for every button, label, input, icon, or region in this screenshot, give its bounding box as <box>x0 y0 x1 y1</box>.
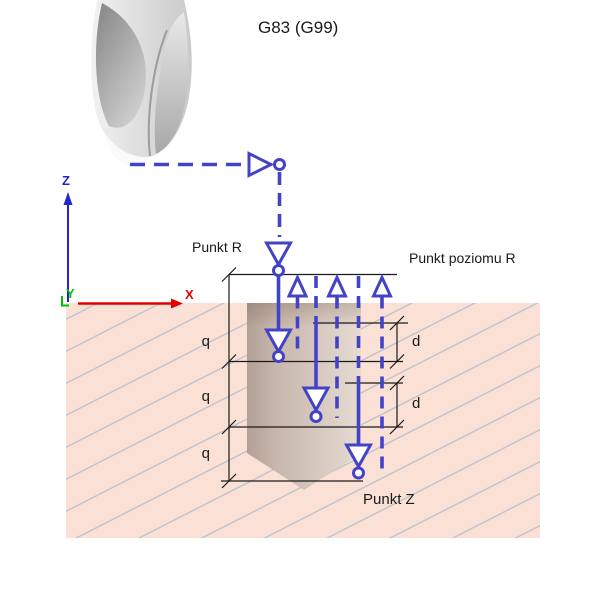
peck-depth-label-3: q <box>201 445 210 462</box>
start-position-dot <box>273 158 286 171</box>
point-r-dot <box>272 264 285 277</box>
dimension-lines <box>221 267 408 489</box>
z-axis-label: Z <box>62 173 70 188</box>
peck-1-dot <box>272 350 285 363</box>
peck-depth-label-1: q <box>201 333 210 350</box>
dimension-ticks <box>221 267 405 489</box>
cycle-title: G83 (G99) <box>258 18 339 37</box>
x-axis-arrow-icon <box>171 298 183 309</box>
z-axis-arrow-icon <box>63 192 73 205</box>
feed-down-arrow-2-icon <box>301 386 331 414</box>
point-r-arrow-icon <box>263 241 294 268</box>
toolpath <box>130 151 393 480</box>
coordinate-axes <box>61 192 183 309</box>
retract-up-arrow-2-icon <box>326 273 348 298</box>
feed-down-arrow-3-icon <box>343 443 374 470</box>
drilled-hole <box>247 303 361 490</box>
peck-depth-label-2: q <box>201 388 210 405</box>
point-z-label: Punkt Z <box>363 491 415 508</box>
x-axis-label: X <box>185 287 194 302</box>
y-axis-mark-icon <box>61 296 69 307</box>
y-axis-label: Y <box>66 286 75 301</box>
retract-up-arrow-3-icon <box>371 273 393 298</box>
peck-2-dot <box>309 410 323 423</box>
point-z-dot <box>352 466 365 480</box>
drill-bit-image <box>91 0 192 166</box>
clearance-label-2: d <box>412 395 421 412</box>
point-r-label: Punkt R <box>192 239 242 255</box>
clearance-label-1: d <box>412 333 421 350</box>
feed-down-arrow-1-icon <box>263 328 294 355</box>
rapid-right-arrow-icon <box>247 151 275 178</box>
r-level-label: Punkt poziomu R <box>409 250 516 266</box>
retract-up-arrow-1-icon <box>286 273 309 298</box>
